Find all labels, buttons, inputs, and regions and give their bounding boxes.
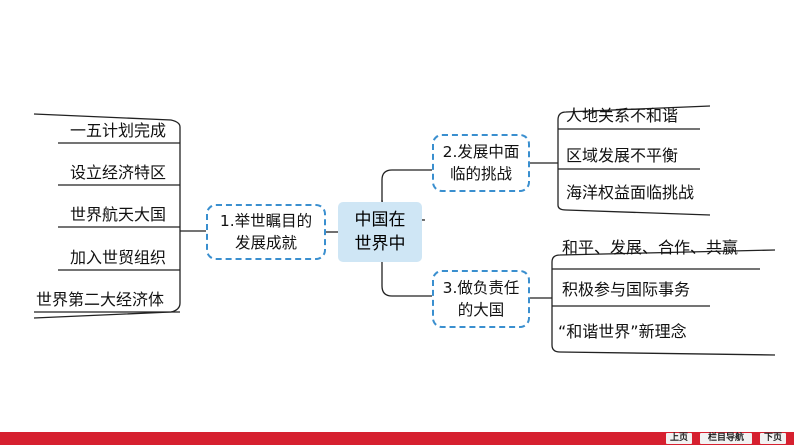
leaf-right-4: 和平、发展、合作、共赢	[562, 238, 739, 257]
branch2-line-2: 临的挑战	[449, 165, 512, 183]
branch-node-responsible-power: 3.做负责任 的大国	[432, 270, 530, 328]
branch-node-achievements: 1.举世瞩目的 发展成就	[206, 204, 326, 260]
branch3-line-2: 的大国	[457, 301, 505, 319]
center-line-1: 中国在	[354, 210, 406, 230]
branch1-line-1: 1.举世瞩目的	[219, 212, 313, 230]
leaf-right-6: “和谐世界”新理念	[558, 322, 687, 341]
leaf-right-1: 人地关系不和谐	[566, 106, 679, 125]
leaf-left-1: 一五计划完成	[70, 121, 167, 140]
leaf-left-3: 世界航天大国	[70, 205, 167, 224]
branch-node-challenges: 2.发展中面 临的挑战	[432, 134, 530, 192]
center-line-2: 世界中	[354, 234, 406, 254]
branch1-line-2: 发展成就	[234, 234, 297, 252]
leaf-right-2: 区域发展不平衡	[566, 146, 679, 165]
next-page-button[interactable]: 下页	[760, 433, 786, 444]
prev-page-button[interactable]: 上页	[666, 433, 692, 444]
leaf-left-4: 加入世贸组织	[70, 248, 167, 267]
bottom-nav-bar: 上页 栏目导航 下页	[0, 432, 794, 445]
section-nav-button[interactable]: 栏目导航	[700, 433, 752, 444]
leaf-left-2: 设立经济特区	[70, 163, 167, 182]
left-bracket	[33, 113, 181, 128]
leaf-right-5: 积极参与国际事务	[562, 280, 691, 299]
leaf-right-3: 海洋权益面临挑战	[566, 183, 695, 202]
branch3-line-1: 3.做负责任	[442, 279, 520, 297]
leaf-left-5: 世界第二大经济体	[36, 290, 165, 309]
center-node: 中国在 世界中	[338, 202, 422, 262]
branch2-line-1: 2.发展中面	[442, 143, 520, 161]
